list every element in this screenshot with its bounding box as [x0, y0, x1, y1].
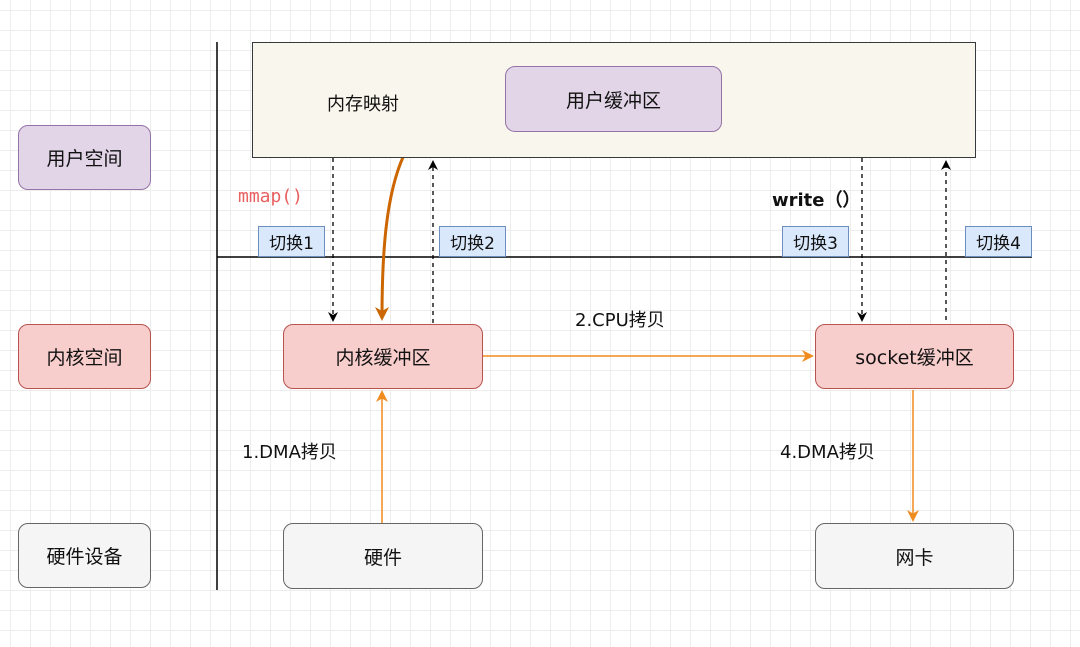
nic-box: 网卡 [815, 523, 1014, 589]
write-call-label: write（） [772, 190, 861, 211]
hardware-device-label: 硬件设备 [18, 523, 151, 588]
switch-tag-1: 切换1 [258, 226, 325, 257]
dma-copy4-label: 4.DMA拷贝 [780, 442, 875, 463]
cpu-copy-label: 2.CPU拷贝 [575, 310, 665, 331]
switch-tag-2: 切换2 [439, 226, 506, 257]
user-space-label: 用户空间 [18, 125, 151, 190]
memory-map-label: 内存映射 [327, 94, 399, 115]
socket-buffer-box: socket缓冲区 [815, 324, 1014, 389]
switch-tag-4: 切换4 [965, 226, 1032, 257]
dma-copy1-label: 1.DMA拷贝 [242, 442, 337, 463]
switch-tag-3: 切换3 [782, 226, 849, 257]
mmap-call-label: mmap() [238, 186, 304, 207]
user-buffer-box: 用户缓冲区 [505, 66, 722, 132]
hardware-box: 硬件 [283, 523, 483, 589]
kernel-buffer-box: 内核缓冲区 [283, 324, 483, 389]
kernel-space-label: 内核空间 [18, 324, 151, 389]
